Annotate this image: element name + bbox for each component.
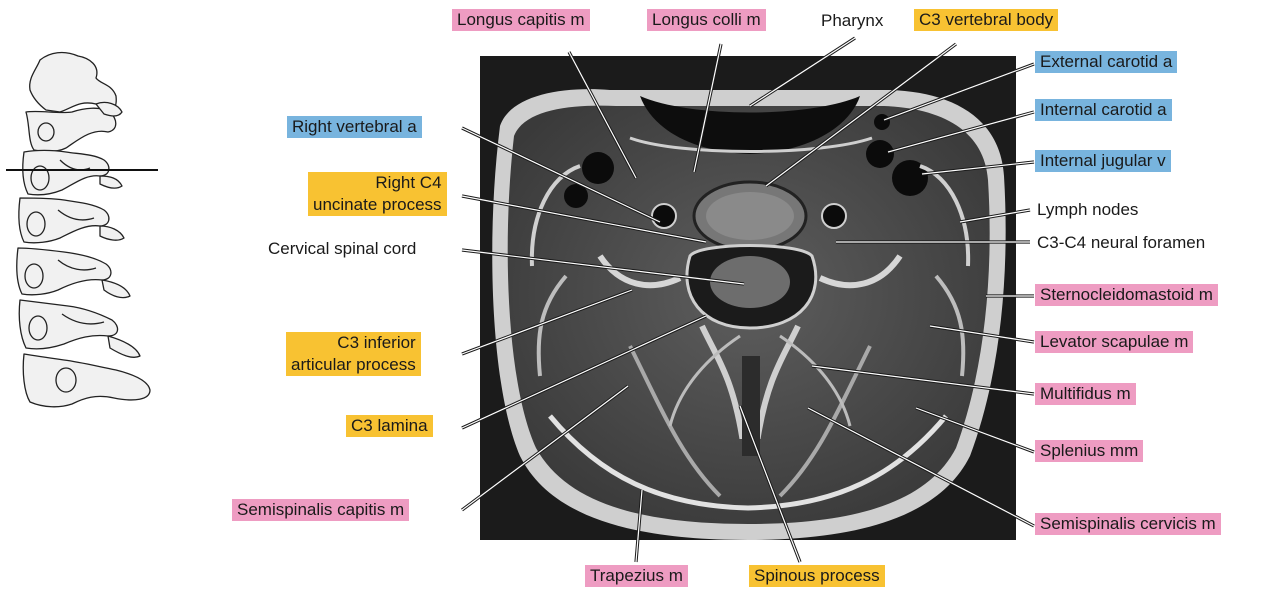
- label-lymph-nodes: Lymph nodes: [1032, 199, 1143, 221]
- label-internal-jugular: Internal jugular v: [1035, 150, 1171, 172]
- label-right-c4-uncinate-line2: uncinate process: [313, 194, 442, 216]
- label-longus-capitis: Longus capitis m: [452, 9, 590, 31]
- label-internal-carotid: Internal carotid a: [1035, 99, 1172, 121]
- lateral-spine-icon: [0, 0, 180, 450]
- label-right-vertebral: Right vertebral a: [287, 116, 422, 138]
- label-c3-vertebral-body: C3 vertebral body: [914, 9, 1058, 31]
- label-levator-scapulae: Levator scapulae m: [1035, 331, 1193, 353]
- label-longus-colli: Longus colli m: [647, 9, 766, 31]
- label-right-c4-uncinate: Right C4 uncinate process: [308, 172, 447, 216]
- label-c3-inferior-articular-line1: C3 inferior: [291, 332, 416, 354]
- label-spinous-process: Spinous process: [749, 565, 885, 587]
- label-pharynx: Pharynx: [816, 10, 888, 32]
- axial-mri-image: [480, 56, 1016, 540]
- label-multifidus: Multifidus m: [1035, 383, 1136, 405]
- label-semispinalis-cervicis: Semispinalis cervicis m: [1035, 513, 1221, 535]
- label-trapezius: Trapezius m: [585, 565, 688, 587]
- label-semispinalis-capitis: Semispinalis capitis m: [232, 499, 409, 521]
- label-c3-inferior-articular: C3 inferior articular process: [286, 332, 421, 376]
- label-neural-foramen: C3-C4 neural foramen: [1032, 232, 1210, 254]
- label-sternocleidomastoid: Sternocleidomastoid m: [1035, 284, 1218, 306]
- label-right-c4-uncinate-line1: Right C4: [313, 172, 442, 194]
- label-c3-lamina: C3 lamina: [346, 415, 433, 437]
- label-external-carotid: External carotid a: [1035, 51, 1177, 73]
- label-splenius: Splenius mm: [1035, 440, 1143, 462]
- label-cervical-spinal-cord: Cervical spinal cord: [263, 238, 421, 260]
- label-c3-inferior-articular-line2: articular process: [291, 354, 416, 376]
